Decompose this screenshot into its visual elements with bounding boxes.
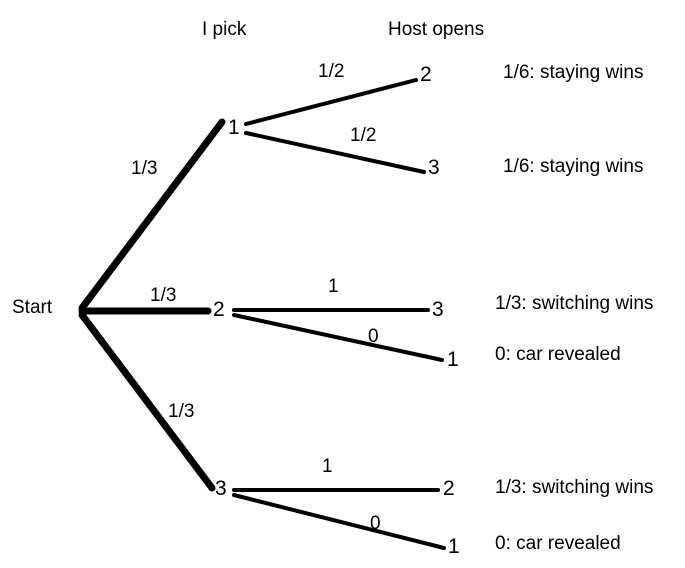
start: Start [12, 297, 53, 318]
edge-2-1: 0 [368, 326, 379, 347]
branch-1-to-2 [244, 78, 418, 126]
open-1-b: 3 [428, 156, 440, 179]
open-2-b: 1 [447, 348, 459, 371]
open-2-a: 3 [432, 298, 444, 321]
outcome-stay-win-1: 1/6: staying wins [503, 62, 644, 83]
branch-start-to-1 [78, 118, 226, 312]
outcome-switch-win-2: 1/3: switching wins [495, 477, 654, 498]
edge-2-3: 1 [328, 276, 339, 297]
edge-start-2: 1/3 [150, 285, 177, 306]
edge-start-1: 1/3 [131, 158, 158, 179]
open-1-a: 2 [420, 63, 432, 86]
open-3-b: 1 [448, 535, 460, 558]
edge-1-2: 1/2 [318, 61, 345, 82]
pick-1: 1 [228, 116, 240, 139]
edge-3-2: 1 [322, 456, 333, 477]
branch-start-to-3 [78, 311, 216, 492]
edge-1-3: 1/2 [350, 125, 377, 146]
branch-2-to-1 [232, 313, 444, 362]
edge-3-1: 0 [370, 513, 381, 534]
pick-2: 2 [213, 298, 225, 321]
i-pick: I pick [202, 19, 247, 40]
outcome-switch-win-1: 1/3: switching wins [495, 293, 654, 314]
outcome-stay-win-2: 1/6: staying wins [503, 156, 644, 177]
open-3-a: 2 [443, 477, 455, 500]
branch-3-to-1 [232, 493, 446, 550]
host-opens: Host opens [388, 19, 485, 40]
outcome-car-revealed-1: 0: car revealed [495, 344, 621, 365]
outcome-car-revealed-2: 0: car revealed [495, 533, 621, 554]
branch-1-to-3 [244, 131, 426, 174]
edge-start-3: 1/3 [168, 401, 195, 422]
pick-3: 3 [215, 477, 227, 500]
